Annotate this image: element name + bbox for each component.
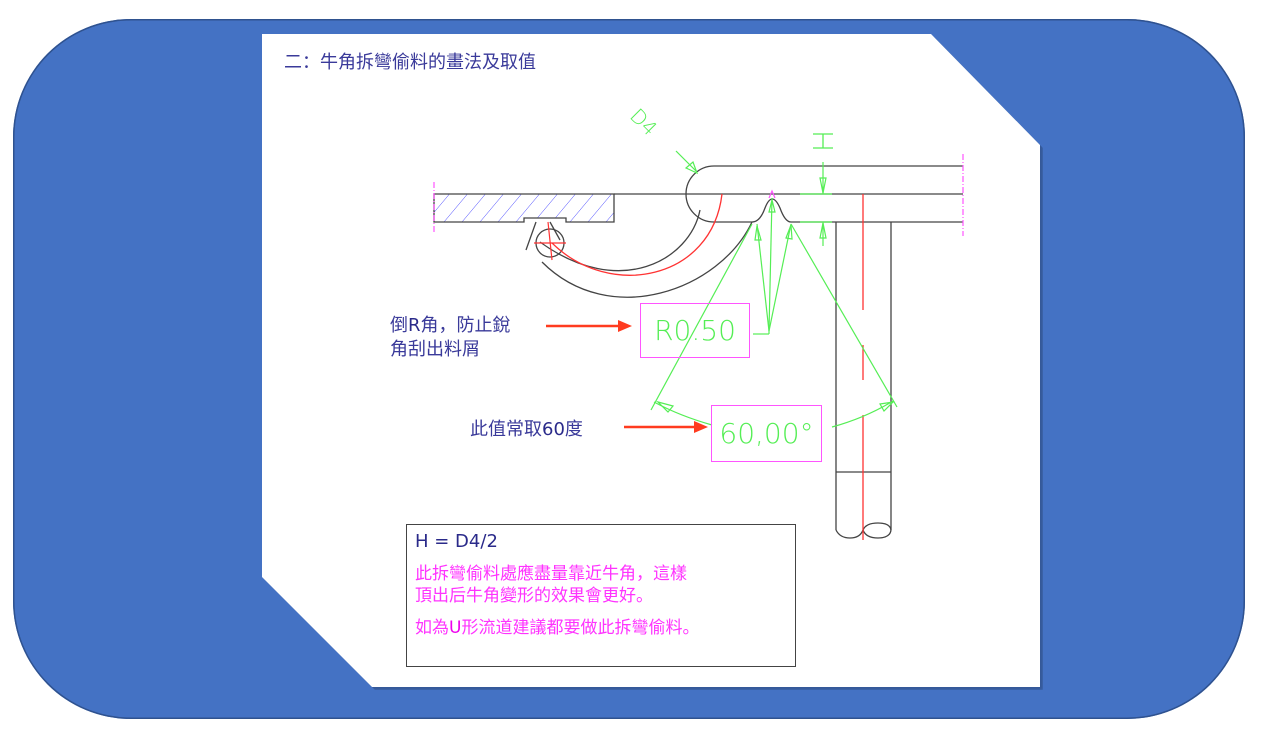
pointer-arrow-radius bbox=[546, 320, 632, 332]
note-line-3-bold: U bbox=[449, 618, 462, 638]
angle-value-box: 60,00° bbox=[711, 405, 822, 462]
radius-leaders bbox=[753, 197, 793, 335]
radius-annotation-line2: 角刮出料屑 bbox=[390, 339, 480, 360]
gate-centerline bbox=[547, 221, 553, 261]
note-formula: H = D4/2 bbox=[415, 531, 498, 552]
angle-annotation-bold: 60 bbox=[542, 419, 565, 440]
angle-dimension bbox=[650, 223, 898, 428]
angle-annotation: 此值常取60度 bbox=[470, 418, 583, 442]
angle-value: 60,00° bbox=[719, 417, 814, 450]
note-line-2: 頂出后牛角變形的效果會更好。 bbox=[415, 586, 653, 606]
radius-annotation-part: 倒 bbox=[390, 315, 408, 336]
pointer-arrow-angle bbox=[624, 421, 708, 433]
radius-value: R0.50 bbox=[654, 314, 736, 347]
radius-annotation-bold: R bbox=[408, 315, 421, 336]
note-line-3-part: 如為 bbox=[415, 618, 449, 638]
horn-gate bbox=[525, 209, 753, 298]
h-dimension bbox=[800, 162, 832, 246]
vertical-sprue bbox=[835, 222, 892, 539]
h-label bbox=[813, 133, 833, 149]
angle-annotation-part: 度 bbox=[564, 419, 583, 440]
radius-value-box: R0.50 bbox=[640, 303, 750, 358]
note-line-3-part: 形流道建議都要做此拆彎偷料。 bbox=[461, 618, 700, 638]
note-box: H = D4/2 此拆彎偷料處應盡量靠近牛角，這樣 頂出后牛角變形的效果會更好。… bbox=[406, 524, 796, 667]
radius-annotation: 倒R角，防止銳 角刮出料屑 bbox=[390, 314, 511, 362]
d4-label: D4 bbox=[625, 104, 662, 141]
hatched-plate bbox=[433, 193, 615, 223]
note-line-1: 此拆彎偷料處應盡量靠近牛角，這樣 bbox=[415, 564, 687, 584]
d4-leader bbox=[675, 150, 699, 175]
bump-apex-mark bbox=[768, 189, 776, 199]
slide-title: 二：牛角拆彎偷料的畫法及取值 bbox=[284, 52, 536, 73]
horn-centerline bbox=[551, 193, 723, 276]
angle-annotation-part: 此值常取 bbox=[470, 419, 542, 440]
note-line-3: 如為U形流道建議都要做此拆彎偷料。 bbox=[415, 617, 787, 639]
radius-annotation-part: 角，防止銳 bbox=[420, 315, 511, 336]
